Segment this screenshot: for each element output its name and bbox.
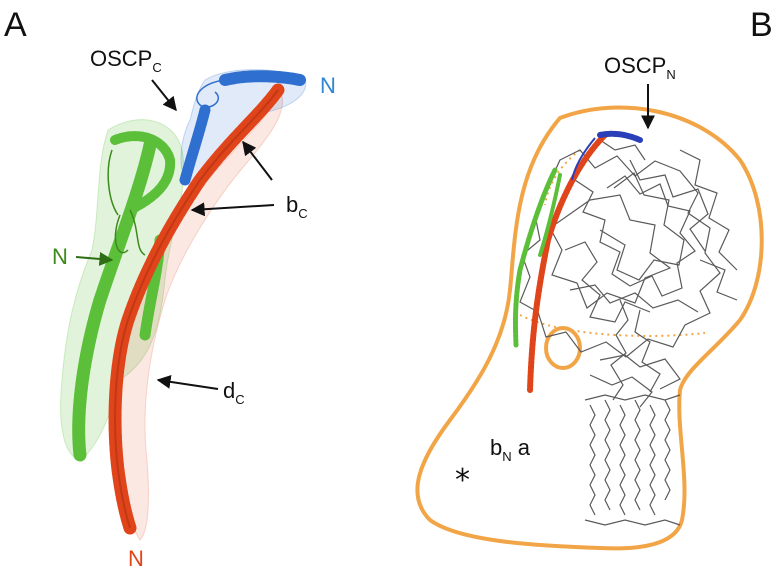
envelope-dotted-top — [544, 149, 581, 206]
oscp-loop-panel-b — [571, 137, 596, 181]
panel-a: A OSCPC N bC N dC N — [4, 6, 336, 571]
b-c-arrow-upper — [242, 140, 273, 181]
stalk-backbone — [589, 299, 681, 408]
oscp-helix — [219, 70, 306, 86]
panel-a-letter: A — [4, 6, 27, 44]
b-c-label: bC — [286, 192, 308, 221]
d-helix-upper — [110, 131, 176, 215]
envelope-hole — [544, 326, 582, 370]
n-green-arrow — [75, 251, 114, 266]
envelope-dotted-bottom — [519, 314, 706, 337]
oscp-n-label: OSCPN — [604, 53, 676, 82]
d-c-label: dC — [223, 378, 245, 407]
oscp-c-arrow — [151, 79, 177, 112]
panel-b-letter: B — [750, 6, 773, 44]
star-marker: * — [455, 463, 470, 498]
b-helix-panel-b — [527, 132, 608, 393]
d-helix-long — [72, 138, 157, 462]
d-helix-panel-b — [512, 167, 558, 348]
oscp-loop — [196, 79, 226, 108]
n-blue-label: N — [320, 73, 336, 98]
green-surface — [60, 119, 185, 461]
b-helix-dark — [114, 89, 279, 529]
n-green-label: N — [52, 244, 68, 269]
bn-a-label: bN a — [490, 435, 531, 464]
panel-b: B — [415, 6, 773, 551]
oscp-helix-lower — [179, 104, 211, 186]
n-red-label: N — [128, 546, 144, 571]
d-loops — [107, 149, 146, 256]
d-c-arrow — [156, 374, 219, 390]
oscp-c-label: OSCPC — [90, 46, 162, 75]
fo-backbone — [584, 394, 681, 526]
oscp-helix-panel-b — [597, 130, 643, 143]
d-helix-panel-b-2 — [538, 173, 562, 257]
f1-backbone — [519, 139, 738, 358]
envelope-outline — [415, 105, 764, 551]
b-c-arrow — [190, 202, 275, 217]
